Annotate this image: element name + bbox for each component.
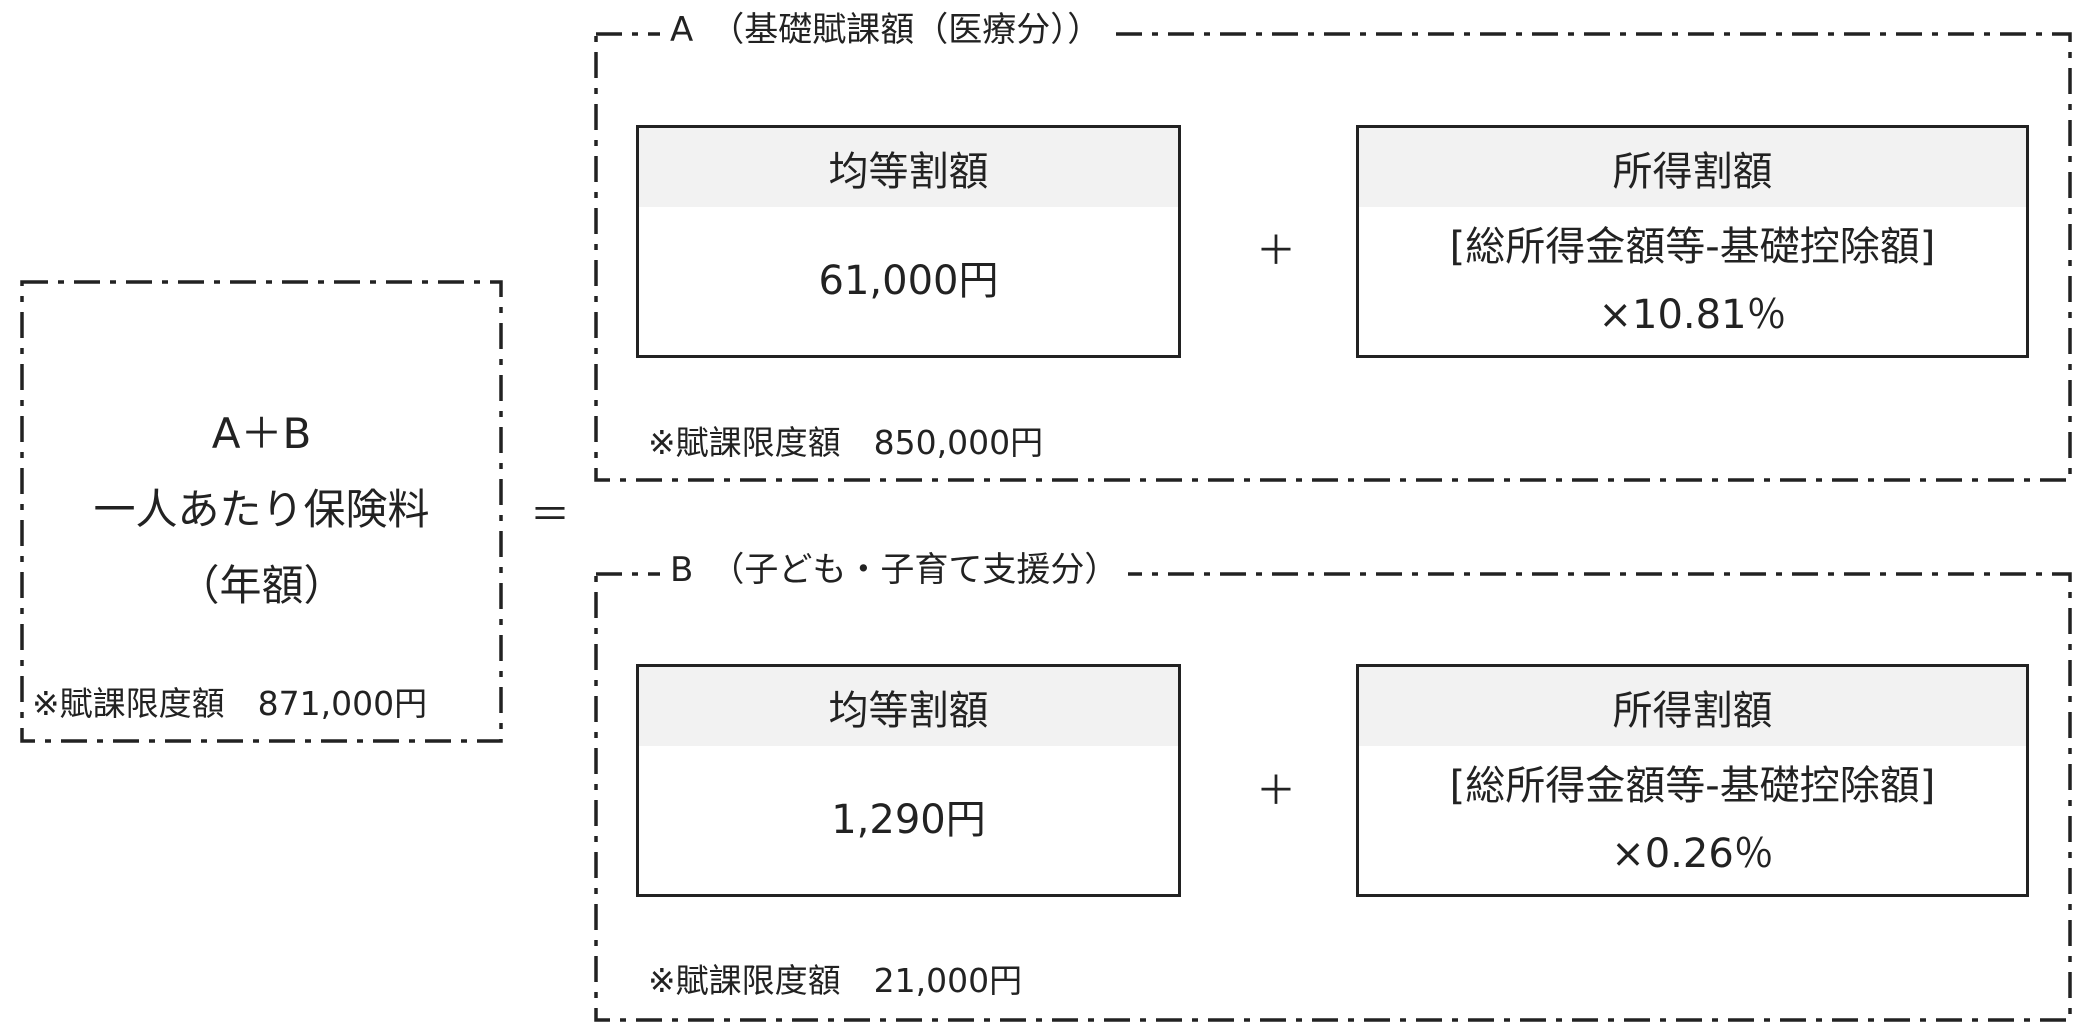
section-b-limit: ※賦課限度額 21,000円 <box>648 961 1023 1000</box>
per-capita-title: 均等割額 <box>639 128 1178 207</box>
equals-sign: ＝ <box>530 492 570 538</box>
income-rate: ×0.26％ <box>1611 830 1774 877</box>
per-capita-body: 61,000円 <box>639 207 1178 354</box>
per-capita-value: 61,000円 <box>818 257 999 304</box>
per-capita-value: 1,290円 <box>831 796 986 843</box>
income-body: [総所得金額等-基礎控除額] ×10.81％ <box>1359 207 2026 354</box>
summary-block: A＋B 一人あたり保険料 （年額） <box>22 396 501 624</box>
section-b-label: B （子ども・子育て支援分） <box>660 550 1129 591</box>
summary-title: 一人あたり保険料 <box>93 485 430 534</box>
section-a-label: A （基礎賦課額（医療分）） <box>660 10 1112 51</box>
income-body: [総所得金額等-基礎控除額] ×0.26％ <box>1359 746 2026 893</box>
section-b-frame <box>594 572 2072 1022</box>
section-a-income-box: 所得割額 [総所得金額等-基礎控除額] ×10.81％ <box>1356 125 2029 358</box>
per-capita-body: 1,290円 <box>639 746 1178 893</box>
summary-annual: （年額） <box>177 561 346 610</box>
income-rate: ×10.81％ <box>1598 291 1787 338</box>
income-title: 所得割額 <box>1359 667 2026 746</box>
section-b-plus: ＋ <box>1256 768 1296 814</box>
section-b-per-capita-box: 均等割額 1,290円 <box>636 664 1181 897</box>
section-a-frame <box>594 32 2072 482</box>
income-title: 所得割額 <box>1359 128 2026 207</box>
per-capita-title: 均等割額 <box>639 667 1178 746</box>
section-a-limit: ※賦課限度額 850,000円 <box>648 423 1044 462</box>
summary-limit: ※賦課限度額 871,000円 <box>32 684 428 723</box>
section-b-income-box: 所得割額 [総所得金額等-基礎控除額] ×0.26％ <box>1356 664 2029 897</box>
section-a-plus: ＋ <box>1256 228 1296 274</box>
income-formula: [総所得金額等-基礎控除額] <box>1449 762 1936 809</box>
income-formula: [総所得金額等-基礎控除額] <box>1449 223 1936 270</box>
section-a-per-capita-box: 均等割額 61,000円 <box>636 125 1181 358</box>
summary-formula: A＋B <box>211 409 312 458</box>
